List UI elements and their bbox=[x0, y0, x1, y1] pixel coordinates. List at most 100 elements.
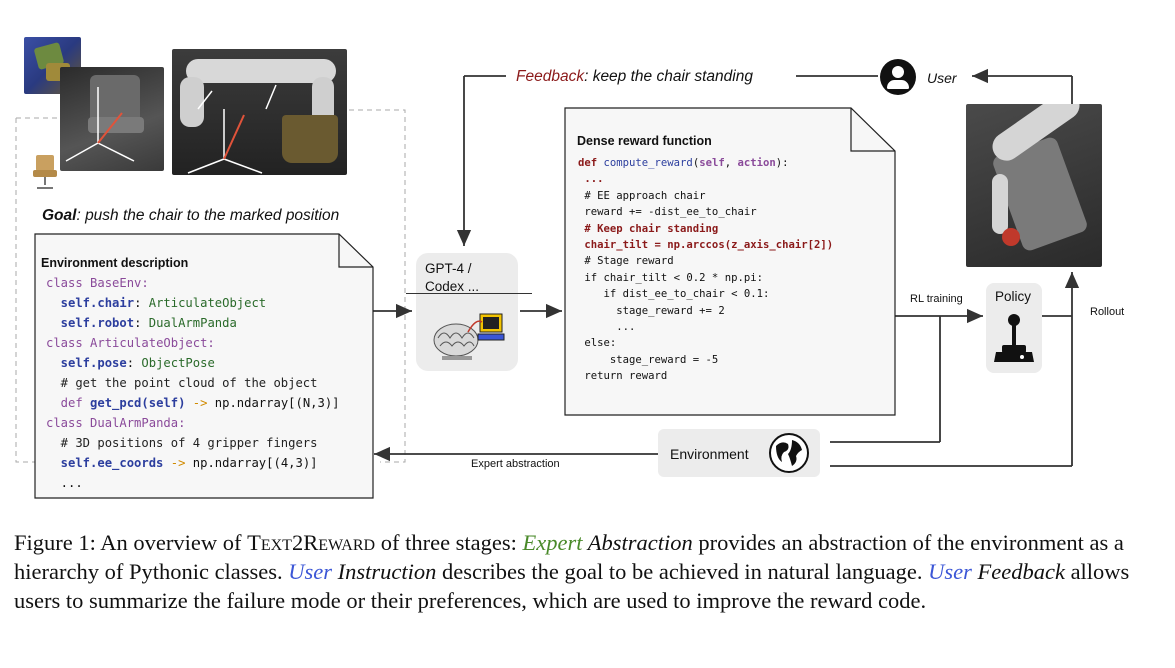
reward-code-line: if chair_tilt < 0.2 * np.pi: bbox=[578, 270, 833, 286]
joystick-icon bbox=[992, 312, 1036, 368]
env-code-token: : bbox=[134, 316, 149, 330]
feedback-text: Feedback: keep the chair standing bbox=[516, 68, 753, 86]
env-code-line: self.robot: DualArmPanda bbox=[46, 313, 340, 333]
caption-user-1: User bbox=[288, 559, 333, 584]
reward-code-token: else: bbox=[578, 337, 617, 350]
env-code-line: self.ee_coords -> np.ndarray[(4,3)] bbox=[46, 453, 340, 473]
env-desc-code: class BaseEnv: self.chair: ArticulateObj… bbox=[46, 273, 340, 493]
env-code-token: np.ndarray[(N,3)] bbox=[214, 396, 340, 410]
env-code-line: def get_pcd(self) -> np.ndarray[(N,3)] bbox=[46, 393, 340, 413]
reward-code-token: def bbox=[578, 157, 604, 169]
env-code-token: self.pose bbox=[46, 356, 127, 370]
env-code-token: -> bbox=[163, 456, 193, 470]
reward-code-token: return reward bbox=[578, 370, 668, 383]
policy-label: Policy bbox=[995, 289, 1032, 304]
reward-code-token: self bbox=[699, 157, 725, 169]
expert-abstraction-label: Expert abstraction bbox=[471, 458, 560, 470]
env-code-line: class BaseEnv: bbox=[46, 273, 340, 293]
user-icon bbox=[880, 59, 916, 95]
env-code-token: -> bbox=[185, 396, 215, 410]
caption-part-3: describes the goal to be achieved in nat… bbox=[436, 559, 929, 584]
env-code-token: : bbox=[126, 356, 142, 370]
robot-rollout-image bbox=[966, 104, 1102, 267]
env-code-token: def bbox=[46, 396, 91, 410]
reward-code-line: ... bbox=[578, 319, 833, 335]
caption-part-4: allows users to summarize the failure mo… bbox=[14, 559, 1130, 613]
env-code-token: ... bbox=[46, 476, 83, 490]
llm-label: GPT-4 / Codex ... bbox=[425, 261, 480, 294]
caption-user-2: User bbox=[928, 559, 972, 584]
reward-code-line: ... bbox=[578, 171, 833, 187]
goal-instruction: Goal: push the chair to the marked posit… bbox=[42, 207, 339, 225]
figure-caption: Figure 1: An overview of Text2Reward of … bbox=[14, 528, 1164, 615]
caption-expert: Expert bbox=[522, 530, 583, 555]
caption-feedback: Feedback bbox=[971, 559, 1065, 584]
reward-code: def compute_reward(self, action): ... # … bbox=[578, 155, 833, 385]
feedback-content: : keep the chair standing bbox=[584, 68, 753, 85]
reward-code-token: stage_reward += 2 bbox=[578, 304, 725, 317]
chair-photo bbox=[60, 67, 164, 171]
env-code-token: self.ee_coords bbox=[46, 456, 164, 470]
env-code-token: np.ndarray[(4,3)] bbox=[192, 456, 318, 470]
reward-code-line: # EE approach chair bbox=[578, 188, 833, 204]
reward-card-border bbox=[564, 107, 896, 416]
llm-divider bbox=[406, 293, 532, 294]
reward-code-token: action bbox=[737, 157, 776, 169]
reward-code-line: else: bbox=[578, 335, 833, 351]
reward-code-line: stage_reward += 2 bbox=[578, 303, 833, 319]
reward-code-token: stage_reward = -5 bbox=[578, 353, 719, 366]
env-code-token: # 3D positions of 4 gripper fingers bbox=[46, 436, 318, 450]
goal-text: : push the chair to the marked position bbox=[76, 207, 340, 224]
reward-code-token: if dist_ee_to_chair < 0.1: bbox=[578, 288, 770, 301]
reward-code-line: if dist_ee_to_chair < 0.1: bbox=[578, 286, 833, 302]
reward-code-line: reward += -dist_ee_to_chair bbox=[578, 204, 833, 220]
env-code-token: BaseEnv: bbox=[90, 276, 149, 290]
reward-code-token: # Stage reward bbox=[578, 255, 674, 268]
reward-code-line: return reward bbox=[578, 368, 833, 384]
caption-abstraction: Abstraction bbox=[582, 530, 693, 555]
reward-code-token: if chair_tilt < 0.2 * np.pi: bbox=[578, 271, 763, 284]
env-code-line: self.pose: ObjectPose bbox=[46, 353, 340, 373]
globe-icon bbox=[768, 432, 810, 474]
diagram-connectors bbox=[15, 68, 1080, 467]
env-code-token: get_pcd(self) bbox=[90, 396, 186, 410]
reward-code-token: # Keep chair standing bbox=[578, 222, 719, 235]
reward-title: Dense reward function bbox=[577, 134, 712, 148]
environment-label: Environment bbox=[670, 446, 749, 462]
user-label: User bbox=[927, 70, 957, 86]
env-code-line: class ArticulateObject: bbox=[46, 333, 340, 353]
reward-code-token: , bbox=[724, 157, 738, 169]
caption-prefix: Figure 1: An overview of bbox=[14, 530, 248, 555]
env-code-line: # 3D positions of 4 gripper fingers bbox=[46, 433, 340, 453]
reward-code-token: ): bbox=[775, 157, 789, 169]
reward-code-line: # Stage reward bbox=[578, 253, 833, 269]
feedback-label: Feedback bbox=[516, 68, 585, 85]
reward-code-token: ( bbox=[692, 157, 700, 169]
dual-arm-bucket-photo bbox=[172, 49, 347, 175]
rollout-label: Rollout bbox=[1090, 306, 1125, 318]
caption-part-2: provides an abstraction of the environme… bbox=[14, 530, 1124, 584]
env-code-token: ArticulateObject bbox=[148, 296, 267, 310]
reward-code-token: chair_tilt = np.arccos(z_axis_chair[2]) bbox=[578, 239, 834, 252]
reward-code-line: chair_tilt = np.arccos(z_axis_chair[2]) bbox=[578, 237, 833, 253]
env-desc-card-border bbox=[34, 233, 374, 499]
env-code-token: DualArmPanda: bbox=[90, 416, 186, 430]
reward-code-token: reward += -dist_ee_to_chair bbox=[578, 206, 757, 219]
env-code-token: ArticulateObject: bbox=[90, 336, 215, 350]
caption-instruction: Instruction bbox=[332, 559, 437, 584]
dashed-frame-left bbox=[15, 118, 40, 463]
reward-code-line: def compute_reward(self, action): bbox=[578, 155, 833, 171]
env-code-token: : bbox=[134, 296, 149, 310]
env-code-line: self.chair: ArticulateObject bbox=[46, 293, 340, 313]
caption-method-name: Text2Reward bbox=[247, 530, 376, 555]
env-code-token: class bbox=[46, 416, 91, 430]
reward-code-token: compute_reward bbox=[603, 157, 693, 169]
reward-code-token: ... bbox=[578, 173, 604, 186]
brain-computer-icon bbox=[428, 310, 508, 364]
reward-code-line: stage_reward = -5 bbox=[578, 352, 833, 368]
env-code-token: ObjectPose bbox=[141, 356, 215, 370]
reward-code-line: # Keep chair standing bbox=[578, 221, 833, 237]
env-code-token: class bbox=[46, 336, 91, 350]
env-code-token: class bbox=[46, 276, 91, 290]
goal-label: Goal bbox=[42, 207, 77, 224]
